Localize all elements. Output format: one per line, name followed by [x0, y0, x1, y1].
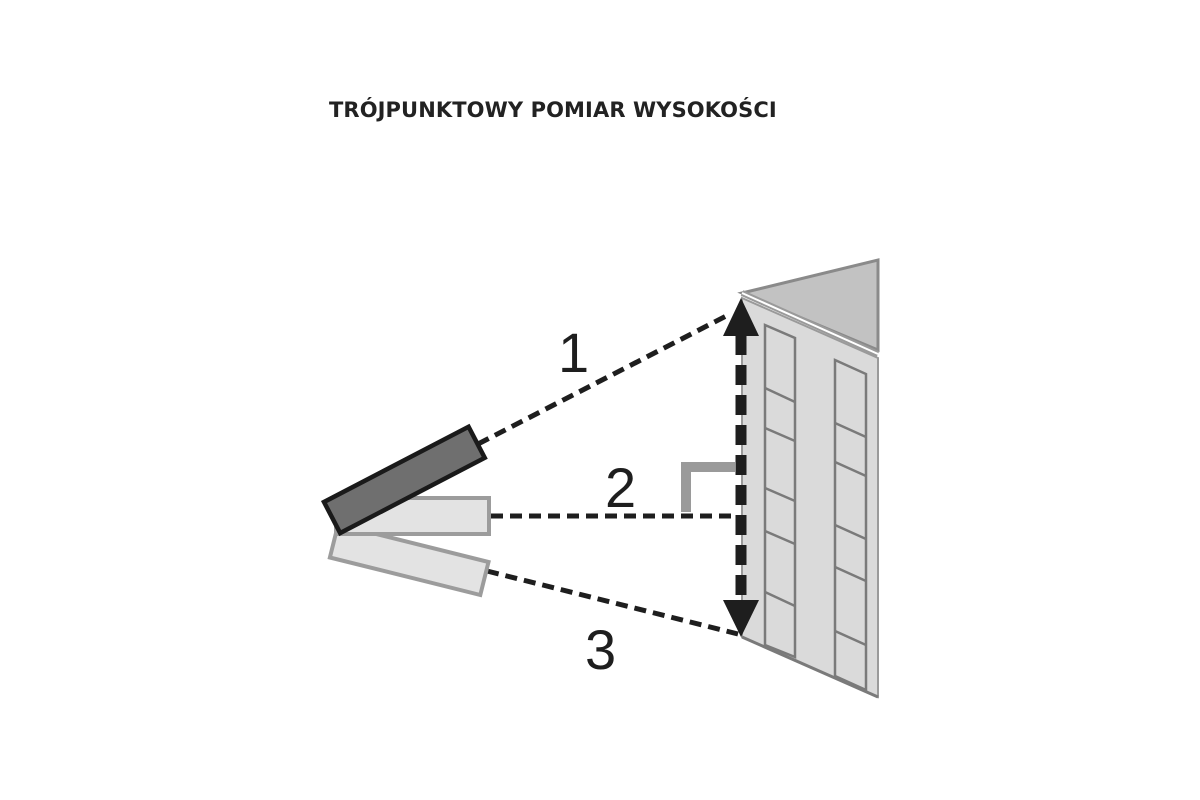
building-base-edge	[741, 635, 879, 699]
window-divider	[834, 629, 867, 647]
arrow-up-icon	[723, 298, 759, 336]
window-divider	[834, 565, 867, 583]
window-divider	[764, 386, 796, 404]
building	[737, 258, 880, 699]
label-measurement-2: 2	[605, 456, 636, 519]
right-angle-marker	[681, 462, 735, 512]
diagram-title: TRÓJPUNKTOWY POMIAR WYSOKOŚCI	[329, 98, 777, 122]
roof-edge-inner	[741, 292, 879, 355]
rangefinder-position-3	[327, 522, 491, 598]
height-double-arrow	[723, 298, 759, 637]
window-column-left	[763, 323, 797, 659]
window-divider	[764, 486, 796, 503]
window-divider	[834, 523, 867, 541]
window-divider	[764, 529, 796, 546]
window-divider	[764, 590, 796, 608]
label-measurement-1: 1	[558, 321, 589, 384]
window-divider	[764, 426, 796, 443]
window-column-right	[833, 358, 868, 692]
label-measurement-3: 3	[585, 618, 616, 681]
measurement-line-3	[486, 568, 739, 637]
window-divider	[834, 421, 867, 439]
arrow-down-icon	[723, 600, 759, 637]
measurement-line-1	[476, 311, 732, 447]
rangefinder-position-1	[320, 423, 488, 537]
window-divider	[834, 460, 867, 478]
